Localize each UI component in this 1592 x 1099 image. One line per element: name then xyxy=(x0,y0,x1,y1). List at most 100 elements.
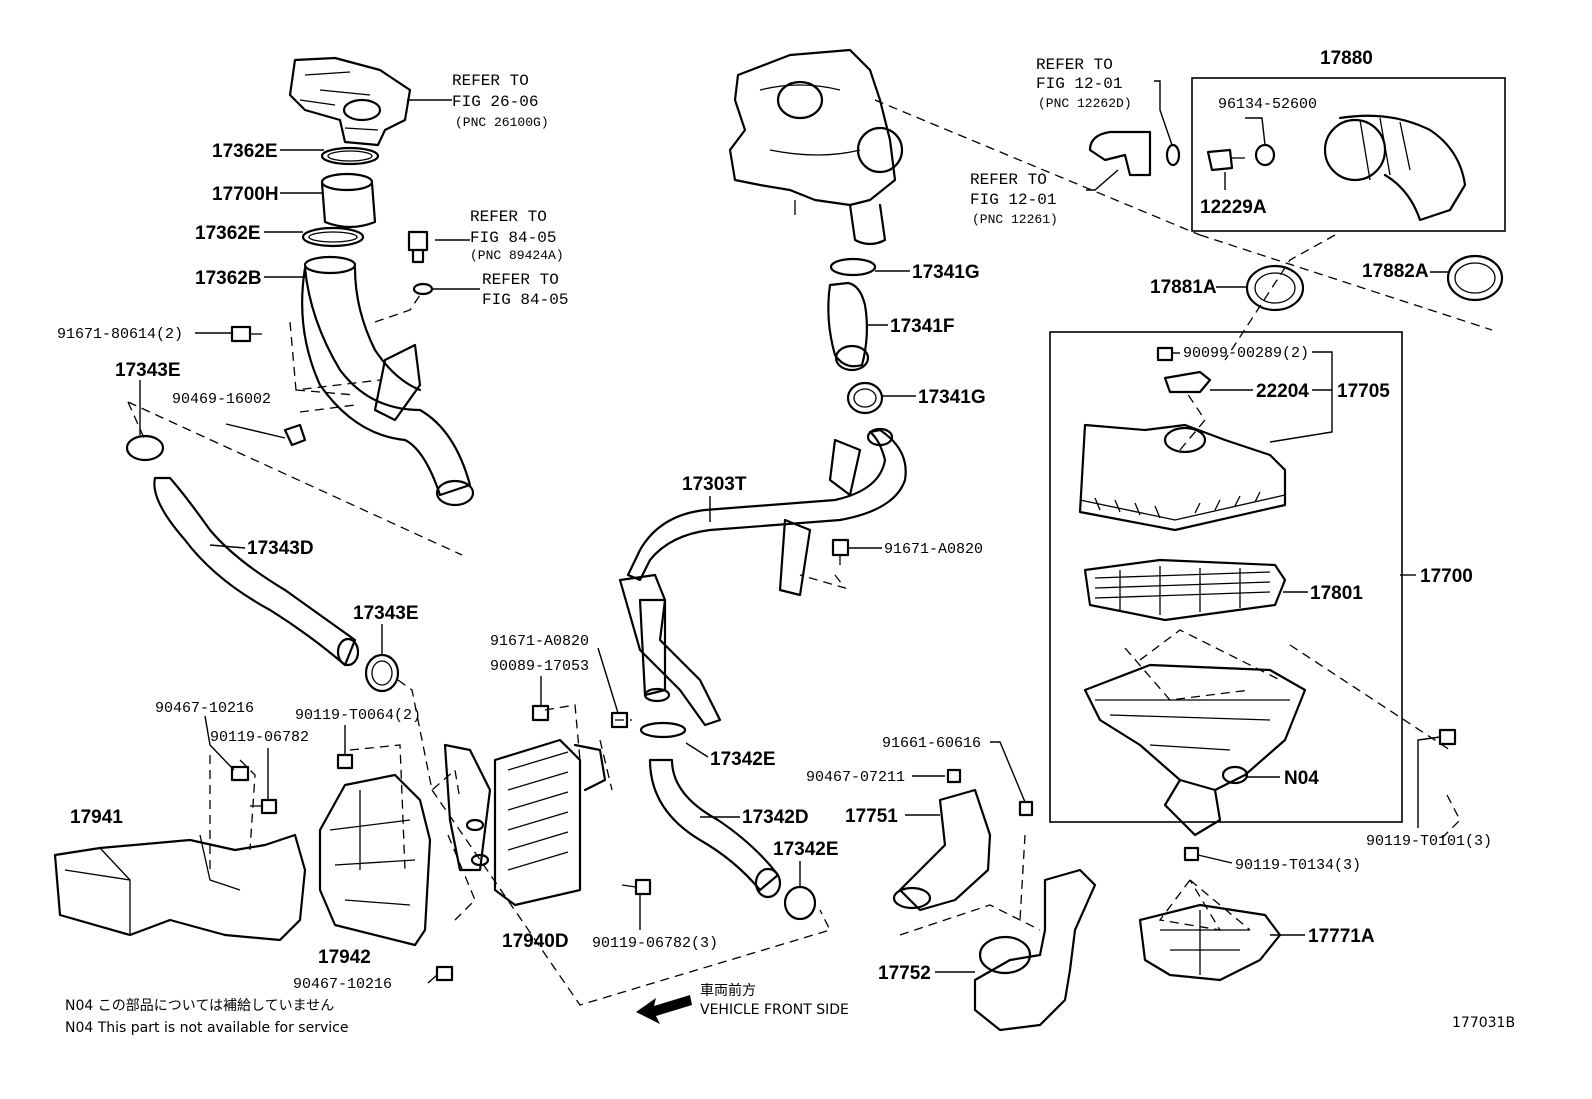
label-17941: 17941 xyxy=(70,807,123,828)
turbocharger xyxy=(728,48,904,246)
label-17942: 17942 xyxy=(318,947,371,968)
ref-12-01-b-pnc: (PNC 12261) xyxy=(972,212,1058,227)
resonator-17752 xyxy=(973,868,1097,1032)
bolt-91671-A0820-left xyxy=(610,711,629,729)
label-N04: N04 xyxy=(1284,768,1319,789)
pipe-17303T xyxy=(618,427,907,727)
bolt-90119-06782-3 xyxy=(621,878,652,896)
label-90119-T0101: 90119-T0101(3) xyxy=(1366,833,1492,850)
hose-17342D xyxy=(648,758,782,899)
clamp-17342E-lower xyxy=(783,885,817,921)
bolt-91671-80614 xyxy=(230,325,262,343)
label-17940D: 17940D xyxy=(502,931,569,952)
group-box-17700 xyxy=(1049,331,1403,823)
bolt-90119-06782-single xyxy=(250,798,278,815)
label-90119-T0064: 90119-T0064(2) xyxy=(295,707,421,724)
ref-12-01-b-line2: FIG 12-01 xyxy=(970,191,1056,209)
ref-12-01-a-line1: REFER TO xyxy=(1036,56,1113,74)
label-22204: 22204 xyxy=(1256,381,1309,402)
clip-90469-16002 xyxy=(283,423,307,447)
hose-17343D xyxy=(153,476,360,667)
label-90089-17053: 90089-17053 xyxy=(490,658,589,675)
ref-12-01-a-line2: FIG 12-01 xyxy=(1036,75,1122,93)
label-17342E-lower: 17342E xyxy=(773,839,839,860)
note-n04-jp: N04 この部品については補給していません xyxy=(65,998,334,1014)
label-17341G-lower: 17341G xyxy=(918,387,986,408)
clamp-17343E-upper xyxy=(125,434,165,462)
bolt-90467-10216-upper xyxy=(230,765,250,782)
nut-90089-17053 xyxy=(531,704,550,722)
ref-pipe-12261 xyxy=(1088,130,1152,177)
label-17881A: 17881A xyxy=(1150,277,1217,298)
bolt-91661-60616 xyxy=(1018,800,1034,817)
label-91671-80614: 91671-80614(2) xyxy=(57,326,183,343)
bolt-91671-A0820-right xyxy=(831,538,850,565)
clamp-17341G-upper xyxy=(829,257,877,277)
air-filter-17801 xyxy=(1083,558,1287,622)
label-17343E-upper: 17343E xyxy=(115,360,181,381)
ref-26-06-line1: REFER TO xyxy=(452,72,529,90)
label-17343D: 17343D xyxy=(247,538,314,559)
air-cleaner-case xyxy=(1083,663,1307,837)
clamp-17362E-upper xyxy=(320,146,380,166)
label-17705: 17705 xyxy=(1337,381,1390,402)
label-90469-16002: 90469-16002 xyxy=(172,391,271,408)
clamp-17362E-lower xyxy=(301,226,365,248)
figure-id: 177031B xyxy=(1452,1015,1515,1031)
label-17880: 17880 xyxy=(1320,48,1373,69)
direction-arrow-icon xyxy=(636,995,692,1024)
label-90119-06782: 90119-06782 xyxy=(210,729,309,746)
intercooler-17940D xyxy=(443,738,607,907)
duct-17941 xyxy=(53,833,307,942)
label-90467-10216-lower: 90467-10216 xyxy=(293,976,392,993)
hose-17341F xyxy=(827,281,870,372)
ref-84-05-a-line2: FIG 84-05 xyxy=(470,229,556,247)
part-labels: REFER TO FIG 26-06 (PNC 26100G) 17362E 1… xyxy=(57,48,1515,1036)
group-box-17880 xyxy=(1191,77,1506,232)
label-90467-07211: 90467-07211 xyxy=(806,769,905,786)
bolt-90119-T0064 xyxy=(336,753,354,770)
clamp-17342E-upper xyxy=(639,721,687,739)
sensor-ref-89424A xyxy=(407,230,434,296)
label-17700: 17700 xyxy=(1420,566,1473,587)
ref-26-06-pnc: (PNC 26100G) xyxy=(455,115,549,130)
ref-12-01-b-line1: REFER TO xyxy=(970,171,1047,189)
leader-lines xyxy=(139,80,1448,984)
label-17700H: 17700H xyxy=(212,184,279,205)
label-17362E-upper: 17362E xyxy=(212,141,278,162)
screw-90099-00289 xyxy=(1156,346,1174,362)
label-90467-10216-upper: 90467-10216 xyxy=(155,700,254,717)
note-n04-en: N04 This part is not available for servi… xyxy=(65,1020,348,1036)
hose-17700H xyxy=(320,172,377,229)
clamp-17882A xyxy=(1446,254,1504,302)
label-17882A: 17882A xyxy=(1362,261,1429,282)
label-17801: 17801 xyxy=(1310,583,1363,604)
label-17362B: 17362B xyxy=(195,268,262,289)
grommet-N04 xyxy=(1221,765,1249,785)
bracket-17771A xyxy=(1138,903,1282,982)
label-90119-T0134: 90119-T0134(3) xyxy=(1235,857,1361,874)
label-17342D: 17342D xyxy=(742,807,809,828)
inlet-17751 xyxy=(892,788,992,912)
label-12229A: 12229A xyxy=(1200,197,1267,218)
label-17341G-upper: 17341G xyxy=(912,262,980,283)
bolt-90467-10216-lower xyxy=(435,965,454,982)
ref-12-01-a-pnc: (PNC 12262D) xyxy=(1038,96,1132,111)
sensor-12229A xyxy=(1206,148,1245,172)
bolt-90119-T0134 xyxy=(1183,846,1200,862)
label-17362E-lower: 17362E xyxy=(195,223,261,244)
ref-ring-12262D xyxy=(1165,143,1181,167)
label-91671-A0820-right: 91671-A0820 xyxy=(884,541,983,558)
sensor-22204 xyxy=(1163,370,1212,394)
label-17751: 17751 xyxy=(845,806,898,827)
clamp-17341G-lower xyxy=(846,381,884,415)
direction-label-jp: 車両前方 xyxy=(700,982,756,999)
screw-90467-07211 xyxy=(946,768,962,784)
ref-26-06-line2: FIG 26-06 xyxy=(452,93,538,111)
label-91661-60616: 91661-60616 xyxy=(882,735,981,752)
label-17343E-lower: 17343E xyxy=(353,603,419,624)
grommet-96134-52600 xyxy=(1254,143,1276,167)
air-cleaner-cap-17705 xyxy=(1078,423,1287,532)
